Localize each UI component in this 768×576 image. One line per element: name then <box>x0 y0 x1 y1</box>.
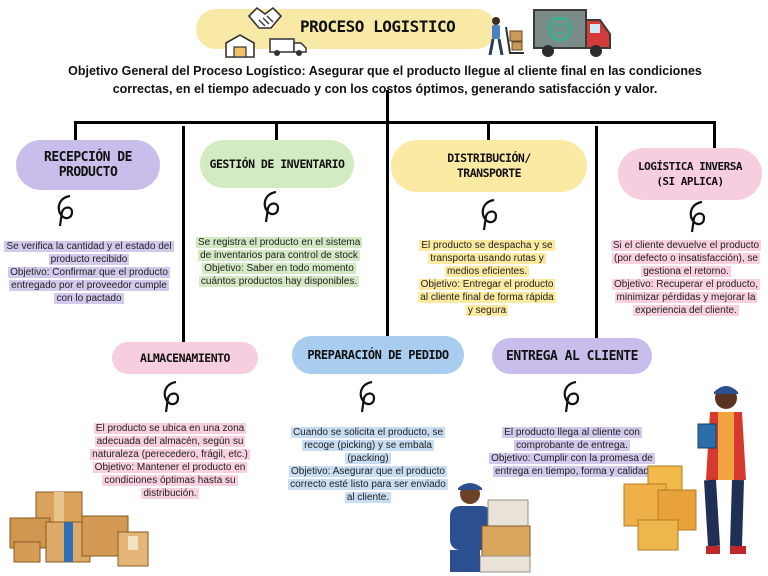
delivery-man-icon <box>623 386 746 554</box>
stage-inversa-text: Si el cliente devuelve el producto (por … <box>608 239 764 317</box>
warehouse-icon <box>225 34 255 58</box>
stage-entrega-title: ENTREGA AL CLIENTE <box>492 338 652 374</box>
stage-entrega-text: El producto llega al cliente con comprob… <box>488 426 656 478</box>
loop-arrow-icon <box>359 380 376 413</box>
divider-3 <box>595 126 598 344</box>
stage-recepcion-title: RECEPCIÓN DE PRODUCTO <box>16 140 160 190</box>
loop-arrow-icon <box>163 380 180 413</box>
page-title: PROCESO LOGISTICO <box>300 17 456 36</box>
divider-1 <box>182 126 185 344</box>
boxes-icon <box>9 491 149 567</box>
stage-preparacion-objective: Objetivo: Asegurar que el producto corre… <box>288 466 448 503</box>
stage-inversa-title: LOGÍSTICA INVERSA (SI APLICA) <box>618 148 762 200</box>
loop-arrow-icon <box>689 200 706 233</box>
stage-distribucion-objective: Objetivo: Entregar el producto al client… <box>418 279 556 316</box>
connector-inversa <box>713 121 716 151</box>
stage-recepcion-text: Se verifica la cantidad y el estado del … <box>4 240 174 305</box>
stage-inventario-description: Se registra el producto en el sistema de… <box>196 237 363 261</box>
stage-inversa-description: Si el cliente devuelve el producto (por … <box>610 240 762 277</box>
connector-horizontal <box>74 121 715 124</box>
general-objective: Objetivo General del Proceso Logístico: … <box>68 64 702 96</box>
handshake-icon <box>247 6 283 29</box>
connector-recepcion <box>74 121 77 145</box>
stage-almacenamiento-text: El producto se ubica en una zona adecuad… <box>84 422 256 500</box>
stage-distribucion-text: El producto se despacha y se transporta … <box>418 239 556 317</box>
stage-inversa-objective: Objetivo: Recuperar el producto, minimiz… <box>612 279 760 316</box>
stage-distribucion-description: El producto se despacha y se transporta … <box>419 240 555 277</box>
connector-distribucion <box>487 121 490 145</box>
stage-almacenamiento-description: El producto se ubica en una zona adecuad… <box>90 423 250 460</box>
stage-recepcion-objective: Objetivo: Confirmar que el producto entr… <box>8 267 170 304</box>
stage-inventario-title: GESTIÓN DE INVENTARIO <box>200 140 354 188</box>
divider-center <box>386 90 389 336</box>
stage-preparacion-text: Cuando se solicita el producto, se recog… <box>288 426 448 504</box>
loop-arrow-icon <box>481 198 498 231</box>
stage-distribucion-title: DISTRIBUCIÓN/ TRANSPORTE <box>391 140 587 192</box>
loop-arrow-icon <box>57 194 74 227</box>
stage-almacenamiento-title: ALMACENAMIENTO <box>112 342 258 374</box>
stage-preparacion-title: PREPARACIÓN DE PEDIDO <box>292 336 464 374</box>
courier-icon <box>450 483 531 573</box>
stage-inventario-objective: Objetivo: Saber en todo momento cuántos … <box>198 263 360 287</box>
loop-arrow-icon <box>563 380 580 413</box>
loop-arrow-icon <box>263 190 280 223</box>
worker-dolly-icon <box>488 17 524 56</box>
stage-recepcion-description: Se verifica la cantidad y el estado del … <box>4 241 174 265</box>
delivery-van-icon <box>269 38 307 56</box>
stage-inventario-text: Se registra el producto en el sistema de… <box>196 236 363 288</box>
stage-preparacion-description: Cuando se solicita el producto, se recog… <box>290 427 446 464</box>
truck-icon <box>533 9 611 57</box>
connector-inventario <box>275 121 278 145</box>
